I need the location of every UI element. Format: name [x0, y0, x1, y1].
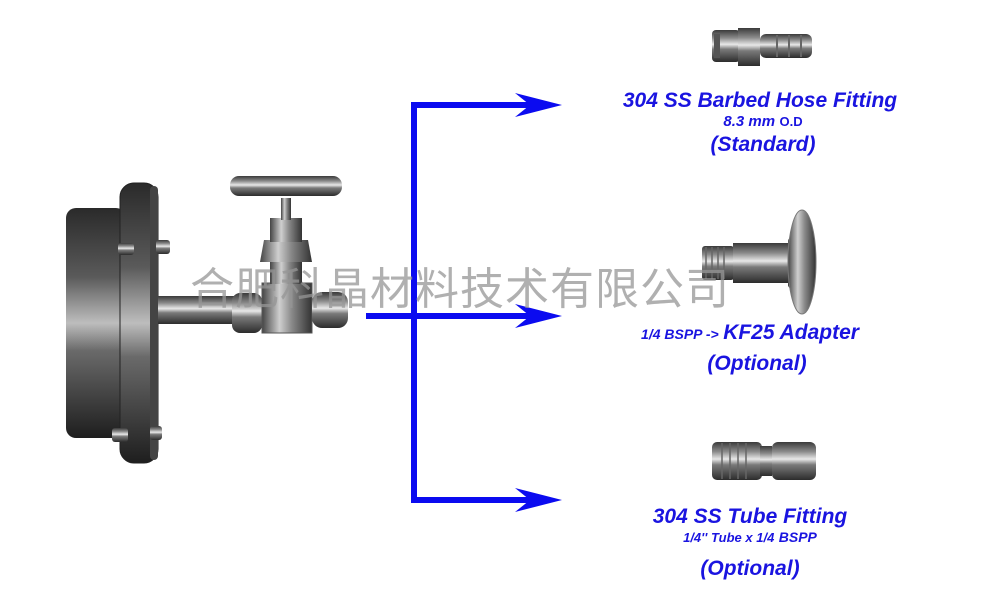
- tube-fitting-illustration: [712, 442, 816, 480]
- arrowhead-middle-icon: [515, 304, 562, 328]
- option-spec-main: 8.3 mm: [723, 113, 776, 130]
- flange-device-illustration: [66, 176, 348, 464]
- option-heading: 1/4 BSPP -> KF25 Adapter: [600, 322, 900, 343]
- option-status: (Optional): [700, 557, 800, 580]
- kf25-adapter-illustration: [702, 209, 817, 315]
- arrowhead-top-icon: [515, 93, 562, 117]
- option-label-kf25-adapter: 1/4 BSPP -> KF25 Adapter (Optional): [600, 322, 900, 374]
- option-spec-prefix: 1/4 BSPP ->: [641, 326, 719, 342]
- option-title: KF25 Adapter: [723, 321, 859, 344]
- branch-line-bottom: [411, 497, 535, 503]
- option-spec: 1/4'' Tube x 1/4 BSPP: [620, 530, 880, 546]
- option-spec-suffix: O.D: [779, 114, 803, 129]
- barbed-hose-fitting-illustration: [712, 28, 812, 66]
- option-status: (Standard): [710, 133, 816, 156]
- option-status: (Optional): [707, 352, 807, 375]
- option-title: 304 SS Tube Fitting: [652, 505, 848, 528]
- option-spec-main: 1/4'' Tube x 1/4: [683, 530, 775, 545]
- option-spec: 8.3 mm O.D: [590, 114, 930, 130]
- option-label-tube-fitting: 304 SS Tube Fitting 1/4'' Tube x 1/4 BSP…: [620, 506, 880, 579]
- option-title: 304 SS Barbed Hose Fitting: [622, 89, 898, 112]
- option-spec-suffix: BSPP: [778, 529, 817, 545]
- branch-line-middle: [411, 313, 535, 319]
- input-line: [366, 313, 418, 319]
- option-label-barbed-hose: 304 SS Barbed Hose Fitting 8.3 mm O.D (S…: [590, 90, 930, 155]
- branch-line-top: [411, 102, 535, 108]
- arrowhead-bottom-icon: [515, 488, 562, 512]
- vertical-trunk: [411, 102, 417, 503]
- distribution-arrows: [366, 93, 562, 512]
